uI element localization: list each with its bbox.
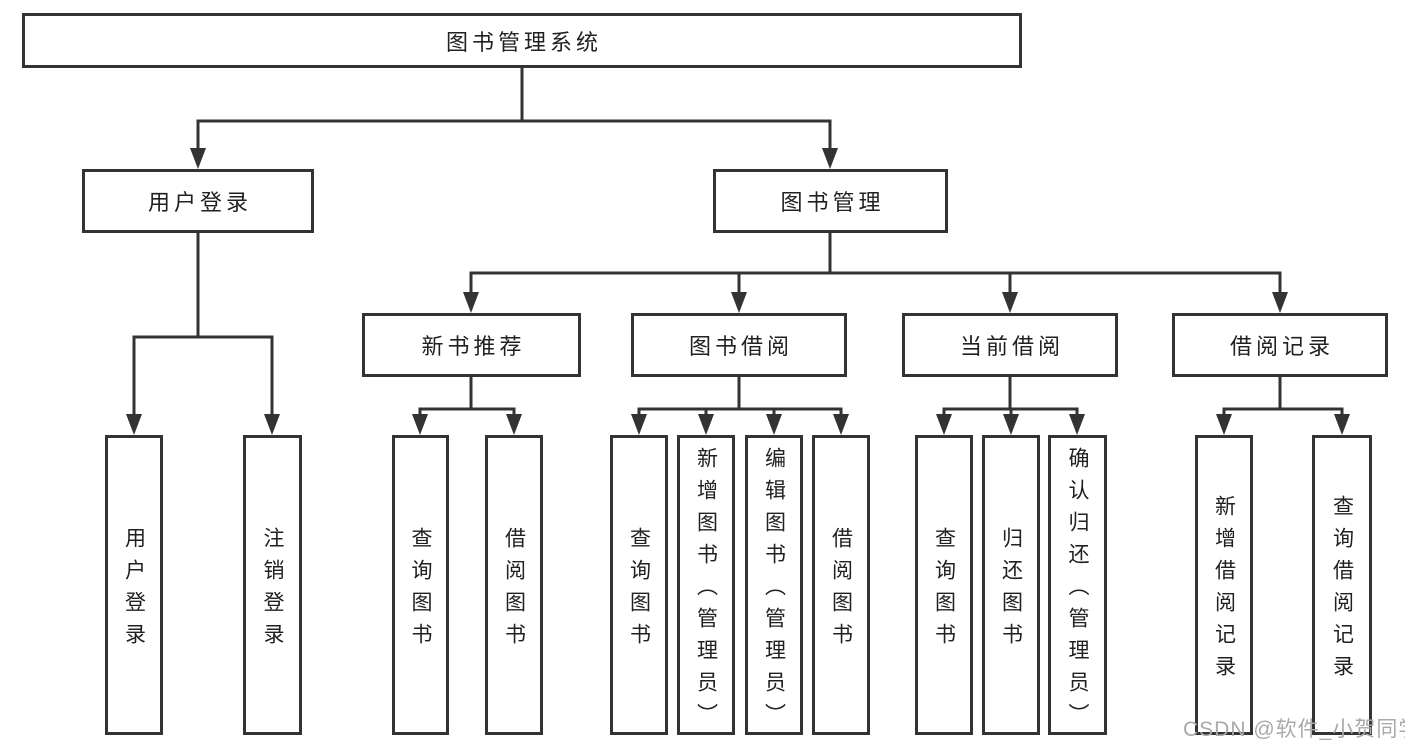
leaf-recommend-query-books-label: 查询图书 [409, 526, 432, 655]
leaf-borrowing-add-books-admin-label: 新增图书（管理员） [694, 446, 718, 735]
node-root: 图书管理系统 [22, 13, 1022, 68]
leaf-user-login: 用户登录 [105, 435, 163, 735]
leaf-borrowing-borrow-books-label: 借阅图书 [829, 526, 853, 655]
leaf-current-confirm-return-admin-label: 确认归还（管理员） [1066, 446, 1089, 735]
leaf-records-add-record-label: 新增借阅记录 [1212, 494, 1236, 687]
leaf-borrowing-borrow-books: 借阅图书 [812, 435, 870, 735]
leaf-borrowing-add-books-admin: 新增图书（管理员） [677, 435, 735, 735]
node-user-login: 用户登录 [82, 169, 314, 233]
leaf-current-return-books: 归还图书 [982, 435, 1040, 735]
node-user-login-label: 用户登录 [147, 190, 252, 215]
leaf-records-query-record-label: 查询借阅记录 [1330, 494, 1354, 687]
node-current-borrowing: 当前借阅 [902, 313, 1118, 377]
leaf-borrowing-query-books-label: 查询图书 [627, 526, 651, 655]
leaf-records-add-record: 新增借阅记录 [1195, 435, 1253, 735]
node-new-book-recommend-label: 新书推荐 [421, 334, 526, 359]
leaf-recommend-borrow-books-label: 借阅图书 [502, 526, 526, 655]
node-book-borrowing-label: 图书借阅 [688, 334, 793, 359]
node-current-borrowing-label: 当前借阅 [959, 334, 1064, 359]
leaf-current-return-books-label: 归还图书 [999, 526, 1023, 655]
leaf-borrowing-edit-books-admin: 编辑图书（管理员） [745, 435, 803, 735]
leaf-borrowing-edit-books-admin-label: 编辑图书（管理员） [762, 446, 786, 735]
leaf-records-query-record: 查询借阅记录 [1312, 435, 1372, 735]
leaf-current-query-books-label: 查询图书 [932, 526, 956, 655]
leaf-borrowing-query-books: 查询图书 [610, 435, 668, 735]
leaf-recommend-query-books: 查询图书 [392, 435, 449, 735]
watermark-text: CSDN @软件_小贺同学 [1183, 718, 1405, 741]
leaf-current-query-books: 查询图书 [915, 435, 973, 735]
leaf-current-confirm-return-admin: 确认归还（管理员） [1048, 435, 1107, 735]
leaf-logout: 注销登录 [243, 435, 302, 735]
node-book-management-label: 图书管理 [780, 190, 885, 215]
node-book-borrowing: 图书借阅 [631, 313, 847, 377]
leaf-user-login-label: 用户登录 [122, 526, 146, 655]
node-new-book-recommend: 新书推荐 [362, 313, 581, 377]
leaf-recommend-borrow-books: 借阅图书 [485, 435, 543, 735]
leaf-logout-label: 注销登录 [261, 526, 284, 655]
node-book-management: 图书管理 [713, 169, 948, 233]
node-borrowing-records-label: 借阅记录 [1229, 334, 1334, 359]
node-root-label: 图书管理系统 [445, 29, 602, 55]
node-borrowing-records: 借阅记录 [1172, 313, 1388, 377]
